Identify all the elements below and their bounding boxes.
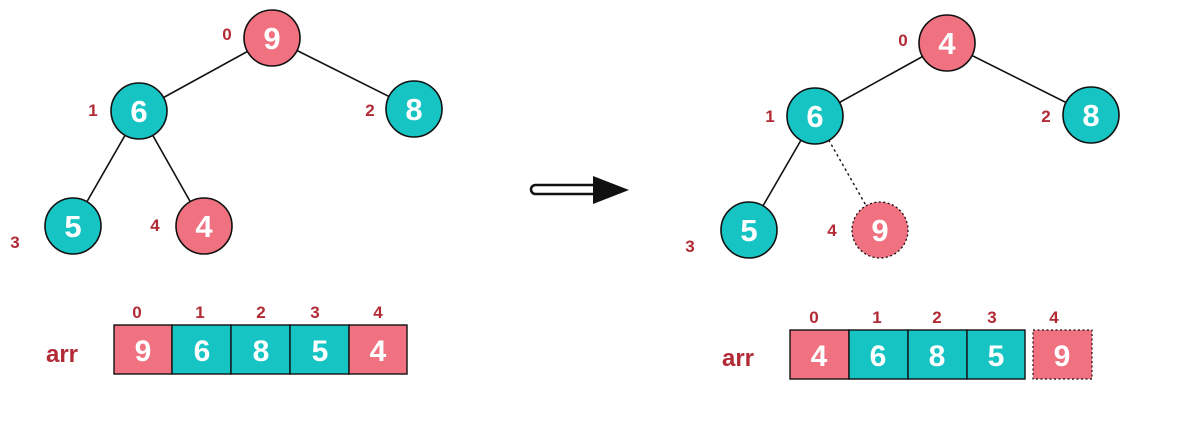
cell-index: 4 <box>373 303 383 322</box>
tree-node: 4 4 <box>150 197 233 255</box>
cell-value: 4 <box>370 335 387 368</box>
cell-index: 2 <box>932 308 941 327</box>
after-tree: 4 0 6 1 8 2 5 3 9 4 <box>685 14 1120 259</box>
node-index: 2 <box>365 101 374 120</box>
node-index: 0 <box>898 31 907 50</box>
node-value: 9 <box>263 21 280 56</box>
cell-index: 0 <box>132 303 141 322</box>
node-value: 4 <box>938 26 956 61</box>
node-index: 1 <box>88 101 97 120</box>
node-index: 3 <box>685 237 694 256</box>
array-cell: 5 3 <box>289 303 350 375</box>
array-cell: 8 2 <box>907 308 968 380</box>
array-cell: 4 0 <box>789 308 850 380</box>
cell-value: 8 <box>253 335 270 368</box>
cell-value: 6 <box>870 340 887 373</box>
cell-value: 5 <box>312 335 329 368</box>
node-value: 6 <box>806 99 823 134</box>
cell-index: 0 <box>809 308 818 327</box>
tree-node: 8 2 <box>365 80 443 138</box>
tree-node: 9 0 <box>222 9 301 67</box>
tree-node: 5 3 <box>10 197 102 255</box>
array-cell: 4 4 <box>348 303 408 375</box>
tree-node: 8 2 <box>1041 86 1120 144</box>
cell-index: 3 <box>987 308 996 327</box>
cell-index: 1 <box>872 308 881 327</box>
array-cell-dotted: 9 4 <box>1032 308 1093 380</box>
cell-value: 4 <box>811 340 828 373</box>
right-arrow-icon <box>529 176 629 204</box>
array-label: arr <box>722 345 754 372</box>
tree-node: 6 1 <box>765 87 844 145</box>
before-tree: 9 0 6 1 8 2 5 3 4 4 <box>10 9 443 255</box>
node-value: 5 <box>740 213 757 248</box>
node-value: 4 <box>195 209 213 244</box>
cell-index: 4 <box>1049 308 1059 327</box>
array-cell: 6 1 <box>171 303 232 375</box>
cell-value: 9 <box>135 335 152 368</box>
node-value: 9 <box>871 213 888 248</box>
cell-value: 6 <box>194 335 211 368</box>
node-index: 3 <box>10 233 19 252</box>
tree-node: 6 1 <box>88 82 168 140</box>
tree-node-dotted: 9 4 <box>827 201 909 259</box>
node-value: 8 <box>405 92 422 127</box>
node-index: 4 <box>150 216 160 235</box>
node-index: 2 <box>1041 107 1050 126</box>
tree-node: 4 0 <box>898 14 976 72</box>
array-cell: 6 1 <box>848 308 909 380</box>
node-index: 4 <box>827 221 837 240</box>
array-cell: 5 3 <box>966 308 1026 380</box>
node-value: 5 <box>64 209 81 244</box>
after-array: arr 4 0 6 1 8 2 5 3 9 4 <box>722 308 1093 380</box>
cell-value: 8 <box>929 340 946 373</box>
cell-value: 9 <box>1054 340 1071 373</box>
node-index: 1 <box>765 107 774 126</box>
cell-index: 3 <box>310 303 319 322</box>
tree-node: 5 3 <box>685 201 778 259</box>
array-cell: 8 2 <box>230 303 291 375</box>
node-value: 8 <box>1082 98 1099 133</box>
cell-index: 2 <box>256 303 265 322</box>
node-value: 6 <box>130 94 147 129</box>
before-array: arr 9 0 6 1 8 2 5 3 4 4 <box>46 303 408 375</box>
cell-value: 5 <box>988 340 1005 373</box>
cell-index: 1 <box>195 303 204 322</box>
array-label: arr <box>46 341 78 368</box>
array-cell: 9 0 <box>113 303 173 375</box>
node-index: 0 <box>222 25 231 44</box>
